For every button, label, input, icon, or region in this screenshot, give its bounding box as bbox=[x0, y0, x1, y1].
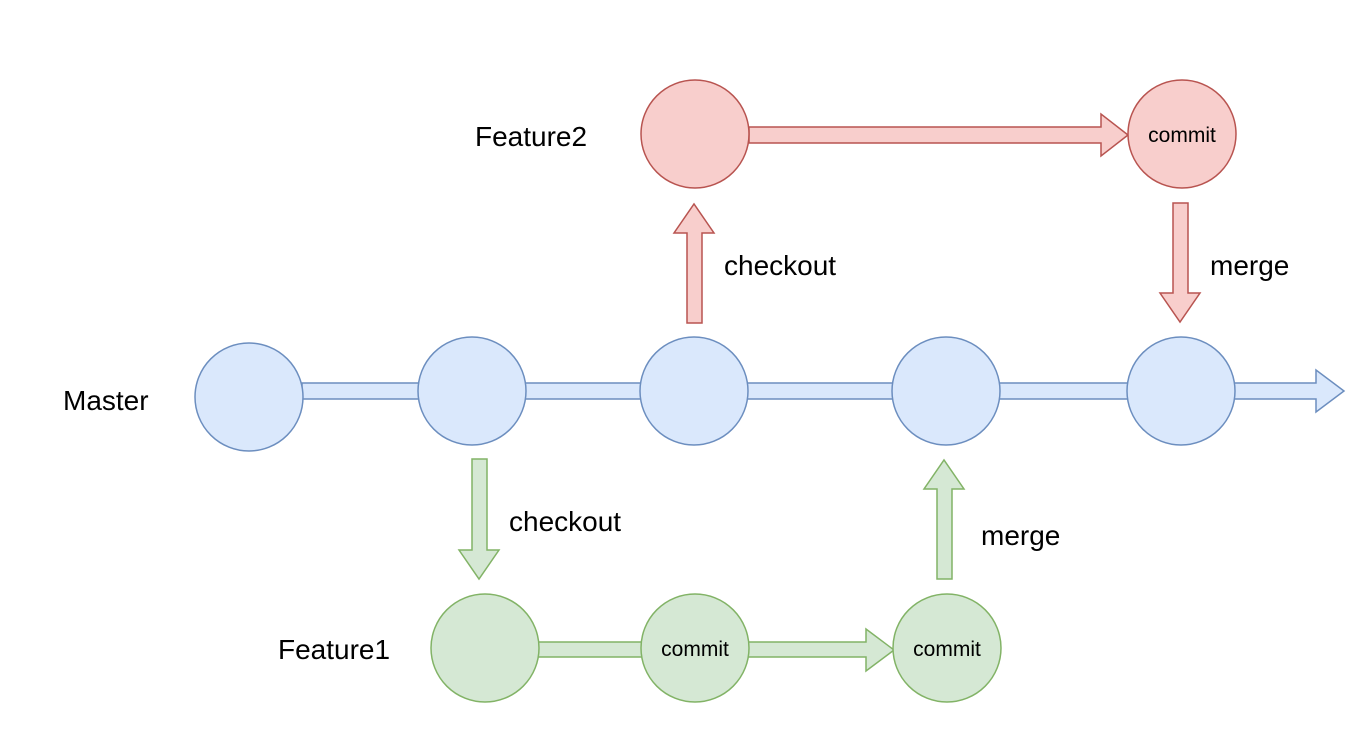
master-branch-label: Master bbox=[63, 385, 149, 416]
merge-feature1-label: merge bbox=[981, 520, 1060, 551]
merge-feature2-arrow bbox=[1158, 202, 1202, 324]
feature2-node bbox=[640, 79, 750, 189]
checkout-feature2-label: checkout bbox=[724, 250, 836, 281]
master-node bbox=[1126, 336, 1236, 446]
feature1-branch-label: Feature1 bbox=[278, 634, 390, 665]
feature2-commit-node bbox=[1127, 79, 1237, 189]
checkout-feature1-label: checkout bbox=[509, 506, 621, 537]
feature1-commit-label: commit bbox=[913, 638, 981, 661]
checkout-feature2-arrow bbox=[672, 202, 716, 324]
merge-feature1-arrow bbox=[922, 458, 966, 580]
feature1-commit-node bbox=[892, 593, 1002, 703]
checkout-feature1-arrow bbox=[457, 458, 501, 581]
feature1-commit-node bbox=[640, 593, 750, 703]
feature2-commit-arrow bbox=[748, 112, 1130, 158]
feature1-commit-label: commit bbox=[661, 638, 729, 661]
feature2-branch-label: Feature2 bbox=[475, 121, 587, 152]
merge-feature2-label: merge bbox=[1210, 250, 1289, 281]
feature1-node bbox=[430, 593, 540, 703]
feature1-commit-arrow bbox=[747, 627, 896, 673]
master-node bbox=[639, 336, 749, 446]
feature2-commit-label: commit bbox=[1148, 124, 1216, 147]
feature1-line-segment bbox=[537, 641, 643, 658]
master-node bbox=[891, 336, 1001, 446]
master-node bbox=[417, 336, 527, 446]
master-node bbox=[194, 342, 304, 452]
